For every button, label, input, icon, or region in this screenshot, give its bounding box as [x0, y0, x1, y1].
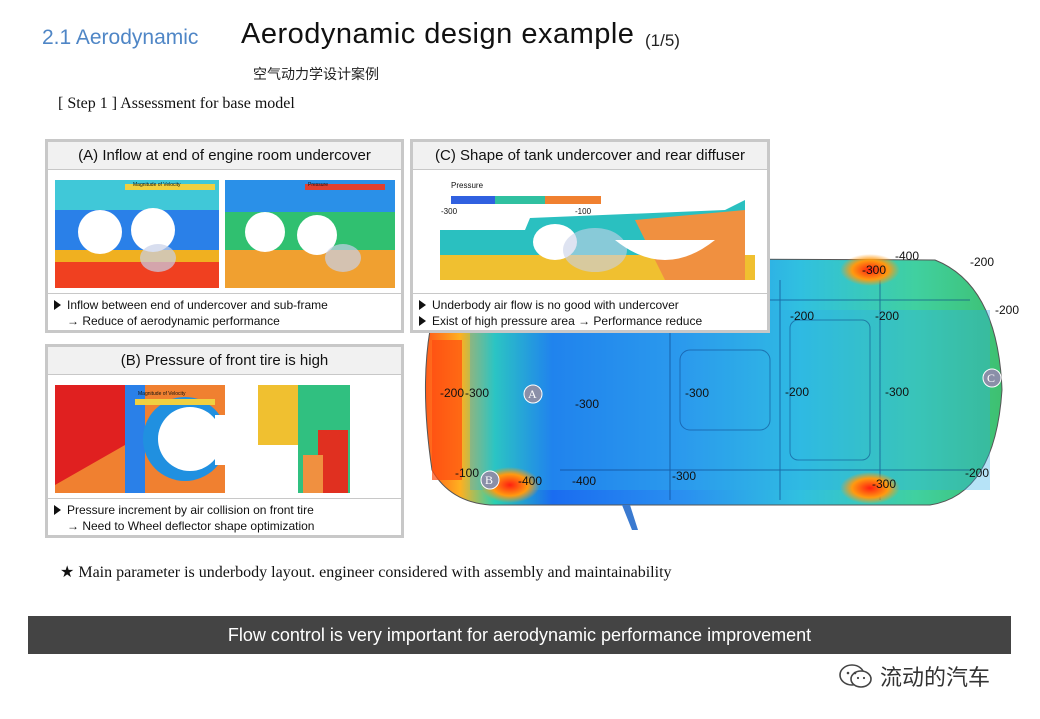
watermark-text: 流动的汽车: [880, 666, 991, 691]
panel-c-note-1: Underbody air flow is no good with under…: [432, 298, 679, 312]
pressure-label: -400: [518, 474, 542, 488]
pressure-label: -300: [872, 477, 896, 491]
marker-b: [480, 470, 500, 490]
panel-a-pressure-image: Pressure: [225, 180, 395, 288]
panel-a-title: (A) Inflow at end of engine room underco…: [48, 142, 401, 170]
panel-c-scale-max: -100: [575, 207, 592, 216]
bullet-icon: [419, 300, 426, 310]
panel-c-pressure-image: Pressure -300 -100: [435, 180, 755, 288]
panel-c-note-2: Exist of high pressure area → Performanc…: [432, 314, 703, 328]
pressure-label: -200: [875, 309, 899, 323]
pressure-label: -400: [572, 474, 596, 488]
panel-c-scale-min: -300: [441, 207, 458, 216]
page-counter: (1/5): [645, 31, 680, 50]
pressure-label: -300: [685, 386, 709, 400]
panel-b: (B) Pressure of front tire is high Magni…: [45, 344, 404, 538]
panel-b-detail-image: [258, 385, 350, 493]
bullet-icon: [54, 300, 61, 310]
rear-wheel-hotspot: [840, 472, 900, 504]
pressure-label: -300: [862, 263, 886, 277]
panel-c-title: (C) Shape of tank undercover and rear di…: [413, 142, 767, 170]
chinese-subtitle: 空气动力学设计案例: [253, 67, 379, 83]
panel-c-legend-label: Pressure: [451, 181, 484, 190]
marker-b-label: B: [485, 473, 493, 487]
pressure-label: -200: [970, 255, 994, 269]
marker-a: [523, 384, 543, 404]
panel-b-title: (B) Pressure of front tire is high: [48, 347, 401, 375]
pressure-label: -300: [465, 386, 489, 400]
conclusion-banner: Flow control is very important for aerod…: [28, 616, 1011, 654]
pressure-label: -100: [455, 466, 479, 480]
panel-a-note-1: Inflow between end of undercover and sub…: [67, 298, 328, 312]
bullet-icon: [419, 316, 426, 326]
main-parameter-note: ★ Main parameter is underbody layout. en…: [60, 564, 672, 581]
panel-b-legend-label: Magnitude of Velocity: [138, 391, 186, 397]
pressure-label: -200: [440, 386, 464, 400]
panel-a: (A) Inflow at end of engine room underco…: [45, 139, 404, 333]
velocity-legend-label: Magnitude of Velocity: [133, 182, 181, 188]
panel-c-notes: Underbody air flow is no good with under…: [419, 297, 702, 329]
pressure-label: -200: [965, 466, 989, 480]
panel-a-note-2: → Reduce of aerodynamic performance: [67, 314, 280, 328]
section-heading: 2.1 Aerodynamic: [42, 26, 199, 49]
pressure-label: -200: [790, 309, 814, 323]
pressure-label: -200: [785, 385, 809, 399]
pressure-label: -400: [895, 249, 919, 263]
panel-a-velocity-image: Magnitude of Velocity: [55, 180, 219, 288]
panel-a-notes: Inflow between end of undercover and sub…: [54, 297, 328, 329]
marker-c-label: C: [987, 371, 995, 385]
panel-b-velocity-image: Magnitude of Velocity: [55, 385, 225, 493]
wechat-icon: [839, 664, 872, 688]
panel-b-note-1: Pressure increment by air collision on f…: [67, 503, 314, 517]
marker-a-label: A: [528, 387, 537, 401]
pressure-label: -300: [885, 385, 909, 399]
pressure-label: -300: [575, 397, 599, 411]
step-heading: [ Step 1 ] Assessment for base model: [58, 95, 295, 112]
bullet-icon: [54, 505, 61, 515]
marker-c: [982, 368, 1002, 388]
panel-b-notes: Pressure increment by air collision on f…: [54, 502, 314, 534]
panel-c: (C) Shape of tank undercover and rear di…: [410, 139, 770, 333]
page-title: Aerodynamic design example: [241, 18, 635, 50]
pressure-label: -200: [995, 303, 1019, 317]
rear-wheel-hotspot: [840, 254, 900, 286]
pressure-legend-label: Pressure: [308, 182, 328, 188]
pressure-label: -300: [672, 469, 696, 483]
panel-b-note-2: → Need to Wheel deflector shape optimiza…: [67, 519, 315, 533]
